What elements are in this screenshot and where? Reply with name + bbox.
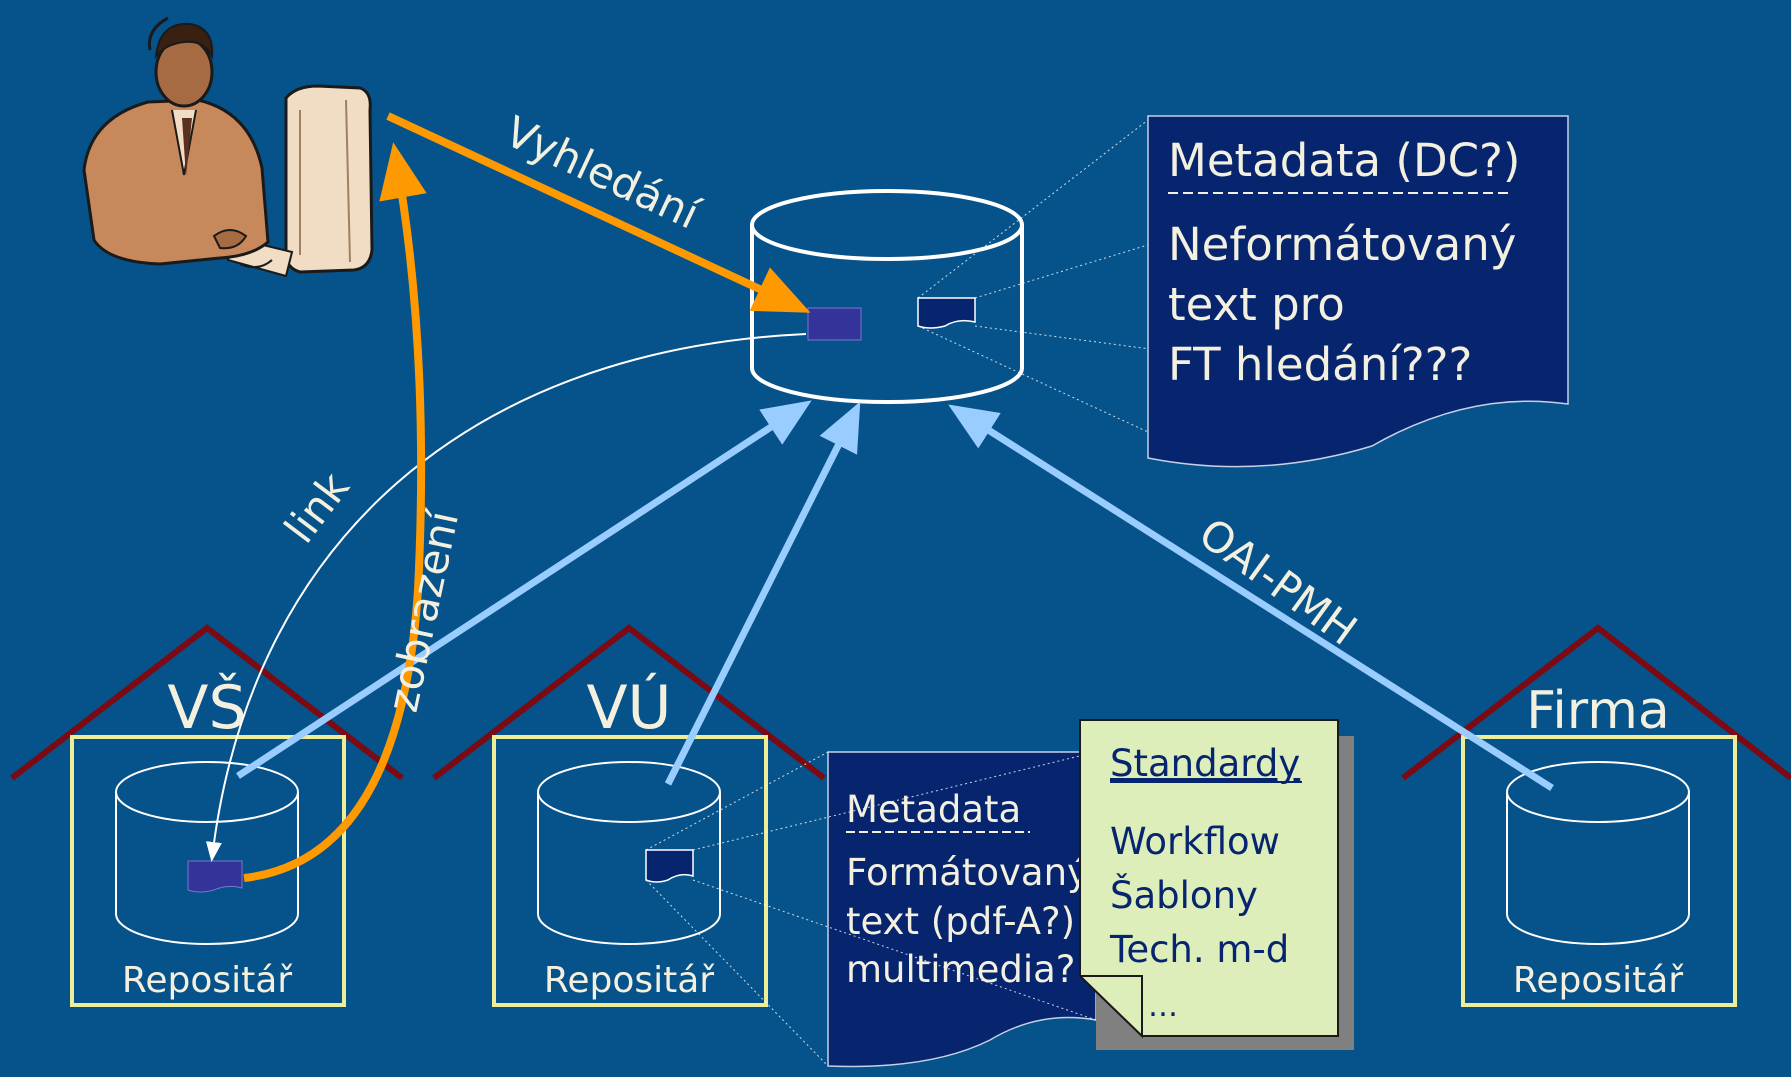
house-vu-repo-label: Repositář <box>544 960 715 1001</box>
local-metadata-line-1: Formátovaný <box>846 851 1089 894</box>
user-computer-icon <box>82 16 374 278</box>
harvest-arrows <box>236 400 1554 791</box>
house-firma-repo-label: Repositář <box>1513 960 1684 1001</box>
central-metadata-line-3: FT hledání??? <box>1168 338 1472 391</box>
house-vs-name: VŠ <box>167 672 246 743</box>
house-firma-name: Firma <box>1526 681 1670 741</box>
harvest-label: OAI-PMH <box>1190 508 1366 654</box>
local-metadata-box: Metadata Formátovaný text (pdf-A?) multi… <box>827 751 1097 1068</box>
central-document-icon <box>807 307 862 341</box>
vu-metadata-icon <box>645 849 694 883</box>
local-projection-lines <box>645 751 1097 1067</box>
standards-note: Standardy Workflow Šablony Tech. m-d … <box>1077 719 1354 1050</box>
standards-line-1: Workflow <box>1110 820 1280 863</box>
link-label: link <box>275 463 359 552</box>
central-database <box>750 189 1024 404</box>
central-metadata-box: Metadata (DC?) Neformátovaný text pro FT… <box>1147 115 1569 468</box>
central-metadata-line-1: Neformátovaný <box>1168 218 1516 271</box>
harvest-arrow-vu <box>664 401 861 786</box>
display-arrow <box>243 142 427 882</box>
local-metadata-line-2: text (pdf-A?) <box>846 900 1075 943</box>
house-vs-repo-label: Repositář <box>122 960 293 1001</box>
central-metadata-icon <box>917 297 976 329</box>
house-firma: Firma Repositář <box>1401 624 1791 1007</box>
display-label: zobrazení <box>378 505 469 716</box>
house-vu-name: VÚ <box>587 672 672 743</box>
standards-title: Standardy <box>1110 742 1300 785</box>
harvest-arrow-firma <box>948 404 1554 791</box>
central-metadata-line-2: text pro <box>1168 278 1345 331</box>
local-metadata-title: Metadata <box>846 788 1021 831</box>
vs-document-icon <box>187 860 243 893</box>
link-arrow <box>205 333 807 862</box>
harvest-arrow-vs <box>236 400 812 779</box>
local-metadata-line-3: multimedia? <box>846 948 1075 991</box>
standards-line-2: Šablony <box>1110 873 1258 917</box>
house-vu: VÚ Repositář <box>432 624 826 1007</box>
search-arrow <box>386 112 811 313</box>
house-vs: VŠ Repositář <box>10 624 404 1007</box>
standards-line-3: Tech. m-d <box>1109 928 1289 971</box>
standards-line-4: … <box>1148 989 1178 1024</box>
central-metadata-title: Metadata (DC?) <box>1168 134 1520 187</box>
